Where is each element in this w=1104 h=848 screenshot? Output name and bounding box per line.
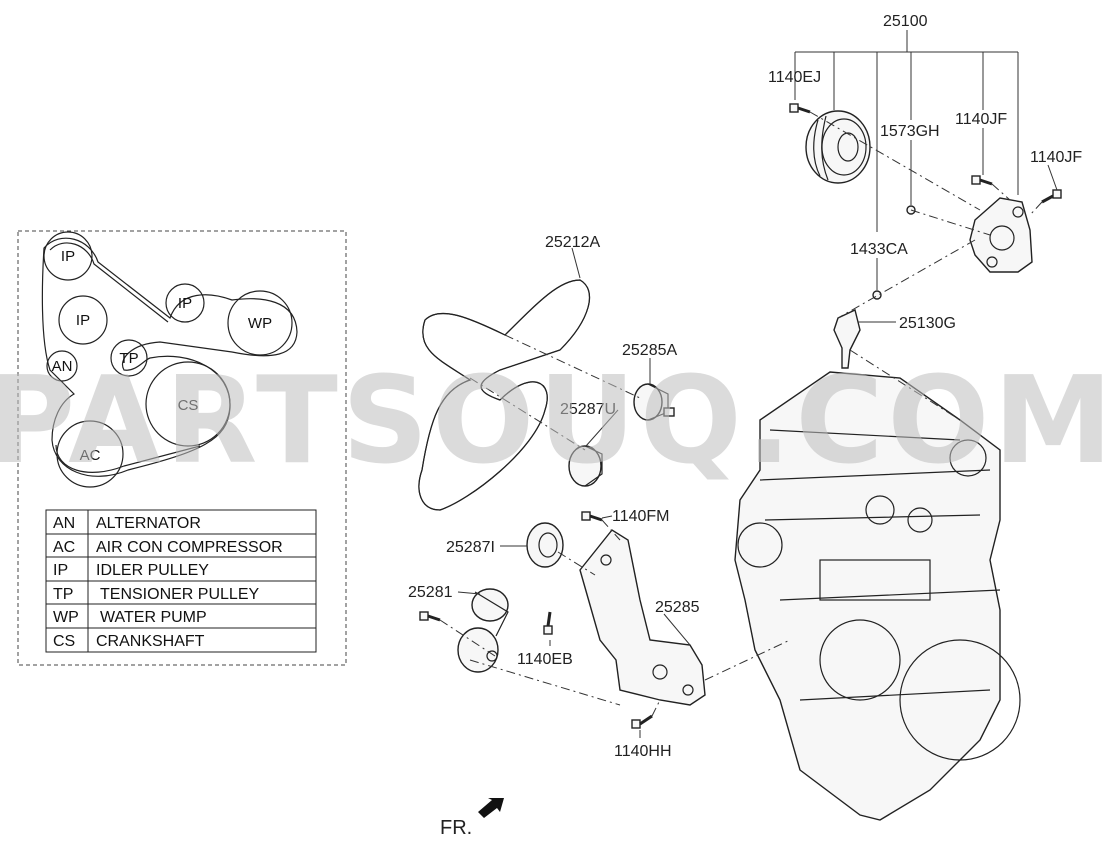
leader-lines [457, 30, 1058, 738]
water-pump-pulley [805, 110, 871, 184]
callout-1140fm[interactable]: 1140FM [612, 508, 670, 525]
legend-name: WATER PUMP [100, 609, 207, 626]
callout-1140jf-a[interactable]: 1140JF [955, 111, 1007, 128]
assembly-lines [439, 111, 1043, 717]
pulley-label: TP [119, 350, 138, 367]
bolt-1140hh [631, 714, 653, 729]
water-pump-housing [969, 197, 1033, 273]
callout-25287i[interactable]: 25287I [446, 539, 495, 556]
legend-code: WP [53, 609, 79, 626]
callout-1433ca[interactable]: 1433CA [850, 241, 908, 258]
callout-1140eb[interactable]: 1140EB [517, 651, 573, 668]
bolt-1140ej [789, 103, 811, 114]
callout-25285[interactable]: 25285 [655, 599, 700, 616]
bolt-1140jf-a [971, 175, 993, 186]
idler-pulley-25287u [568, 445, 603, 487]
gasket-25130g [833, 309, 861, 369]
legend-name: AIR CON COMPRESSOR [96, 539, 283, 556]
front-arrow-icon [478, 798, 504, 818]
front-marker: FR. [440, 798, 504, 839]
drive-belt [418, 279, 590, 511]
legend-code: CS [53, 633, 75, 650]
pulley-ac: AC [56, 420, 124, 488]
idler-pulley-25285a [633, 383, 675, 421]
belt-routing-inset: IP IP IP WP TP AN CS AC [17, 230, 347, 666]
pulley-ip-left: IP [58, 295, 108, 345]
idler-pulley-25287i [526, 522, 564, 568]
legend-name: IDLER PULLEY [96, 562, 209, 579]
callout-25281[interactable]: 25281 [408, 584, 453, 601]
pulley-ip-right: IP [165, 283, 205, 323]
callout-25100[interactable]: 25100 [883, 13, 928, 30]
pulley-ip-top: IP [43, 231, 93, 281]
watermark: PARTSOUQ.COM [0, 352, 1104, 491]
callout-25212a[interactable]: 25212A [545, 234, 600, 251]
legend-table: AN ALTERNATOR AC AIR CON COMPRESSOR IP I… [45, 509, 317, 653]
callout-1140ej[interactable]: 1140EJ [768, 69, 821, 86]
bolt-tensioner [419, 611, 441, 622]
bracket-25285 [579, 529, 706, 706]
front-label: FR. [440, 817, 472, 839]
callout-1573gh[interactable]: 1573GH [880, 123, 940, 140]
tensioner-25281 [457, 588, 509, 673]
pulley-label: IP [61, 248, 75, 265]
legend-code: IP [53, 562, 68, 579]
bolt-1140jf-b [1041, 189, 1062, 204]
pulley-label: CS [178, 397, 199, 414]
pulley-wp: WP [227, 290, 293, 356]
legend-name: TENSIONER PULLEY [100, 586, 259, 603]
belt-routing-path [41, 237, 298, 477]
callout-1140jf-b[interactable]: 1140JF [1030, 149, 1082, 166]
pulley-label: IP [76, 312, 90, 329]
callout-25285a[interactable]: 25285A [622, 342, 677, 359]
bolt-1140fm [581, 511, 603, 522]
callout-1140hh[interactable]: 1140HH [614, 743, 672, 760]
legend-name: CRANKSHAFT [96, 633, 205, 650]
callouts: 25100 1140EJ 1573GH 1140JF 1140JF 1433CA… [408, 13, 1082, 760]
legend-code: TP [53, 586, 73, 603]
pulley-tp: TP [110, 339, 148, 377]
bolt-1140eb [543, 611, 553, 635]
pulley-label: AC [80, 447, 101, 464]
engine-block [734, 371, 1021, 821]
callout-25130g[interactable]: 25130G [899, 315, 956, 332]
pulley-label: WP [248, 315, 272, 332]
legend-name: ALTERNATOR [96, 515, 201, 532]
pulley-label: AN [52, 358, 73, 375]
pulley-an: AN [46, 350, 78, 382]
legend-code: AC [53, 539, 75, 556]
pulley-cs: CS [145, 361, 231, 447]
legend-code: AN [53, 515, 75, 532]
callout-25287u[interactable]: 25287U [560, 401, 616, 418]
pulley-label: IP [178, 295, 192, 312]
